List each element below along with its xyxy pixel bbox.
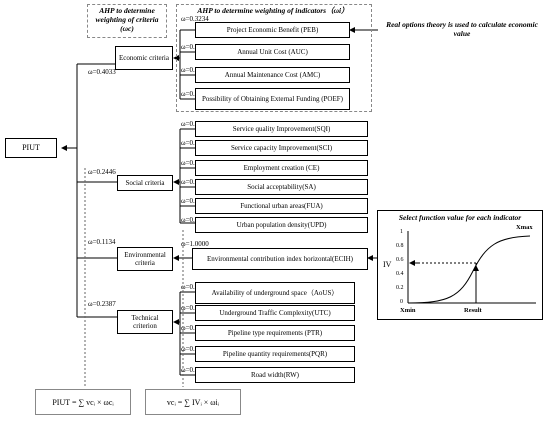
criteria-weight: ω=0.2387	[88, 300, 116, 308]
y-tick: 0.6	[396, 257, 404, 263]
y-tick: 0.2	[396, 285, 404, 291]
indicator-ecih: Environmental contribution index horizon…	[192, 248, 368, 270]
indicator-pqr: Pipeline quantity requirements(PQR)	[195, 346, 355, 362]
criteria-weight: ω=0.1134	[88, 238, 116, 246]
indicators-header: AHP to determine weighting of indicators…	[197, 6, 349, 15]
indicator-poef: Possibility of Obtaining External Fundin…	[195, 88, 350, 110]
function-curve-plot	[407, 231, 536, 304]
criterion-environmental: Environmental criteria	[117, 247, 173, 271]
indicator-fua: Functional urban areas(FUA)	[195, 198, 368, 214]
criterion-technical: Technical criterion	[117, 310, 173, 334]
real-options-note: Real options theory is used to calculate…	[386, 20, 538, 38]
indicator-ptr: Pipeline type requirements (PTR)	[195, 325, 355, 341]
indicator-weight: ω=0.0913	[181, 366, 209, 374]
indicator-auc: Annual Unit Cost (AUC)	[195, 44, 350, 60]
y-tick: 0.4	[396, 271, 404, 277]
indicator-weight: ω=0.3369	[181, 197, 209, 205]
indicator-upd: Urban population density(UPD)	[195, 217, 368, 233]
indicator-sci: Service capacity Improvement(SCI)	[195, 140, 368, 156]
criteria-header: AHP to determine weighting of criteria (…	[95, 6, 159, 33]
vc-formula: vcᵢ = ∑ IVᵢ × ωiᵢ	[145, 389, 241, 415]
y-tick: 1	[400, 229, 403, 235]
function-panel: Select function value for each indicator…	[377, 210, 543, 320]
y-tick: 0.8	[396, 243, 404, 249]
indicator-aous: Availability of underground space（AoUS）	[195, 282, 355, 304]
indicator-weight: ω=1.0000	[181, 240, 209, 248]
indicator-weight: ω=0.2149	[181, 345, 209, 353]
root-node-piut: PIUT	[5, 138, 57, 158]
criterion-social: Social criteria	[117, 175, 173, 191]
indicator-rw: Road width(RW)	[195, 367, 355, 383]
indicator-weight: ω=0.1120	[181, 120, 209, 128]
function-panel-title: Select function value for each indicator	[398, 213, 522, 222]
indicator-weight: ω=0.2982	[181, 90, 209, 98]
result-label: Result	[464, 307, 482, 314]
indicator-peb: Project Economic Benefit (PEB)	[195, 22, 350, 38]
indicator-weight: ω=0.1946	[181, 66, 209, 74]
criteria-weight: ω=0.2446	[88, 168, 116, 176]
indicator-weight: ω=0.3234	[181, 15, 209, 23]
indicator-ce: Employment creation (CE)	[195, 160, 368, 176]
indicators-header-box	[176, 4, 372, 112]
criteria-header-box	[87, 4, 167, 38]
indicator-weight: ω=0.1300	[181, 159, 209, 167]
indicator-weight: ω=0.3368	[181, 324, 209, 332]
indicator-amc: Annual Maintenance Cost (AMC)	[195, 67, 350, 83]
iv-label: IV	[383, 260, 392, 269]
y-tick: 0	[400, 299, 403, 305]
indicator-weight: ω=0.1562	[181, 178, 209, 186]
indicator-utc: Underground Traffic Complexity(UTC)	[195, 305, 355, 321]
xmin-label: Xmin	[400, 307, 416, 314]
indicator-weight: ω=0.1838	[181, 43, 209, 51]
indicator-weight: ω=0.2929	[181, 304, 209, 312]
indicator-weight: ω=0.0641	[181, 283, 209, 291]
indicator-weight: ω=0.1639	[181, 139, 209, 147]
criteria-weight: ω=0.4033	[88, 68, 116, 76]
criterion-economic: Economic criteria	[115, 46, 173, 70]
indicator-weight: ω=0.1010	[181, 216, 209, 224]
piut-formula: PIUT = ∑ vcᵢ × ωcᵢ	[35, 389, 131, 415]
indicator-sqi: Service quality Improvement(SQI)	[195, 121, 368, 137]
indicator-sa: Social acceptability(SA)	[195, 179, 368, 195]
xmax-label: Xmax	[516, 224, 533, 231]
